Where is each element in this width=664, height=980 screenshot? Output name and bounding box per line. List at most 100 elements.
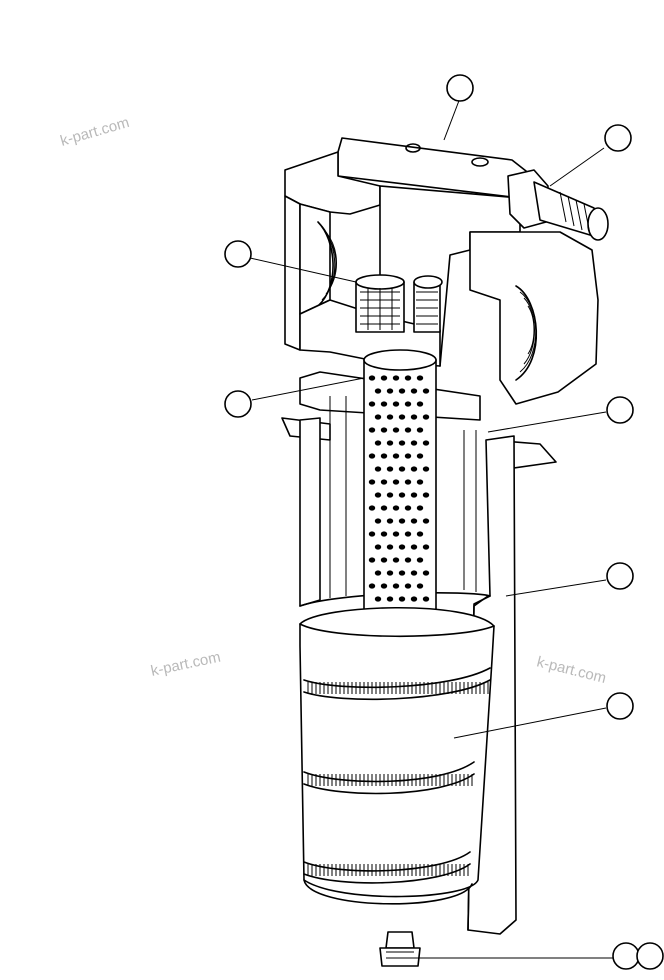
- perforation-hole: [380, 453, 388, 459]
- perforation-hole: [380, 505, 388, 511]
- perforation-hole: [368, 583, 376, 589]
- perforation-hole: [380, 531, 388, 537]
- perforation-hole: [392, 583, 400, 589]
- perforation-hole: [398, 440, 406, 446]
- perforation-hole: [422, 570, 430, 576]
- callout-8b[interactable]: [636, 942, 664, 970]
- callout-5[interactable]: [606, 396, 634, 424]
- perforation-hole: [368, 557, 376, 563]
- perforation-hole: [398, 414, 406, 420]
- perforation-hole: [398, 492, 406, 498]
- perforation-hole: [410, 388, 418, 394]
- perforation-hole: [368, 375, 376, 381]
- perforation-hole: [404, 453, 412, 459]
- perforation-hole: [368, 427, 376, 433]
- perforation-hole: [416, 427, 424, 433]
- spring-cartridges: [355, 274, 443, 333]
- perforation-hole: [404, 479, 412, 485]
- callout-8a[interactable]: [612, 942, 640, 970]
- perforation-hole: [368, 453, 376, 459]
- perforation-hole: [404, 531, 412, 537]
- perforation-hole: [422, 492, 430, 498]
- leader-lines: [249, 97, 614, 959]
- perforation-hole: [410, 492, 418, 498]
- perforation-hole: [422, 388, 430, 394]
- perforation-hole: [374, 440, 382, 446]
- perforation-hole: [422, 544, 430, 550]
- perforation-hole: [380, 401, 388, 407]
- perforation-hole: [380, 583, 388, 589]
- filter-head: [281, 137, 599, 471]
- perforation-hole: [374, 596, 382, 602]
- perforation-hole: [416, 375, 424, 381]
- callout-4[interactable]: [224, 390, 252, 418]
- perforation-hole: [398, 388, 406, 394]
- perforated-center-tube: [363, 349, 437, 641]
- perforation-hole: [410, 518, 418, 524]
- perforation-hole: [386, 440, 394, 446]
- callout-1[interactable]: [446, 74, 474, 102]
- drain-plug: [379, 931, 421, 967]
- watermark-1: k-part.com: [58, 114, 131, 150]
- watermark-3: k-part.com: [149, 649, 222, 680]
- perforation-hole: [422, 414, 430, 420]
- perforation-hole: [416, 557, 424, 563]
- perforation-hole: [392, 557, 400, 563]
- perforation-hole: [386, 414, 394, 420]
- perforation-hole: [392, 531, 400, 537]
- perforation-hole: [392, 479, 400, 485]
- perforation-hole: [398, 544, 406, 550]
- perforation-hole: [386, 570, 394, 576]
- perforation-hole: [410, 440, 418, 446]
- perforation-hole: [416, 505, 424, 511]
- watermark-4: k-part.com: [535, 653, 608, 687]
- perforation-hole: [416, 583, 424, 589]
- perforation-hole: [374, 544, 382, 550]
- perforation-hole: [398, 596, 406, 602]
- perforation-hole: [392, 375, 400, 381]
- perforation-hole: [368, 531, 376, 537]
- perforation-hole: [392, 453, 400, 459]
- perforation-hole: [422, 596, 430, 602]
- perforation-hole: [374, 570, 382, 576]
- perforation-hole: [368, 401, 376, 407]
- filter-element: [299, 606, 495, 905]
- perforation-hole: [416, 479, 424, 485]
- perforation-hole: [374, 414, 382, 420]
- perforation-hole: [404, 401, 412, 407]
- perforation-hole: [404, 375, 412, 381]
- callout-7[interactable]: [606, 692, 634, 720]
- perforation-hole: [392, 401, 400, 407]
- perforation-hole: [368, 479, 376, 485]
- perforation-hole: [386, 388, 394, 394]
- perforation-hole: [398, 466, 406, 472]
- perforation-hole: [422, 518, 430, 524]
- callout-6[interactable]: [606, 562, 634, 590]
- perforation-hole: [380, 375, 388, 381]
- perforation-hole: [404, 557, 412, 563]
- perforation-hole: [410, 596, 418, 602]
- perforation-hole: [416, 531, 424, 537]
- callouts: [224, 74, 664, 970]
- perforation-hole: [404, 505, 412, 511]
- perforation-hole: [404, 583, 412, 589]
- perforation-hole: [374, 492, 382, 498]
- perforation-hole: [410, 544, 418, 550]
- perforation-hole: [410, 414, 418, 420]
- perforation-hole: [422, 466, 430, 472]
- perforation-hole: [422, 440, 430, 446]
- perforation-hole: [398, 570, 406, 576]
- perforation-hole: [386, 596, 394, 602]
- perforation-hole: [368, 505, 376, 511]
- perforation-hole: [398, 518, 406, 524]
- perforation-hole: [374, 518, 382, 524]
- perforation-hole: [410, 466, 418, 472]
- callout-2[interactable]: [604, 124, 632, 152]
- perforation-hole: [386, 492, 394, 498]
- perforation-hole: [386, 518, 394, 524]
- perforation-hole: [380, 557, 388, 563]
- perforation-hole: [392, 505, 400, 511]
- callout-3[interactable]: [224, 240, 252, 268]
- perforation-hole: [404, 427, 412, 433]
